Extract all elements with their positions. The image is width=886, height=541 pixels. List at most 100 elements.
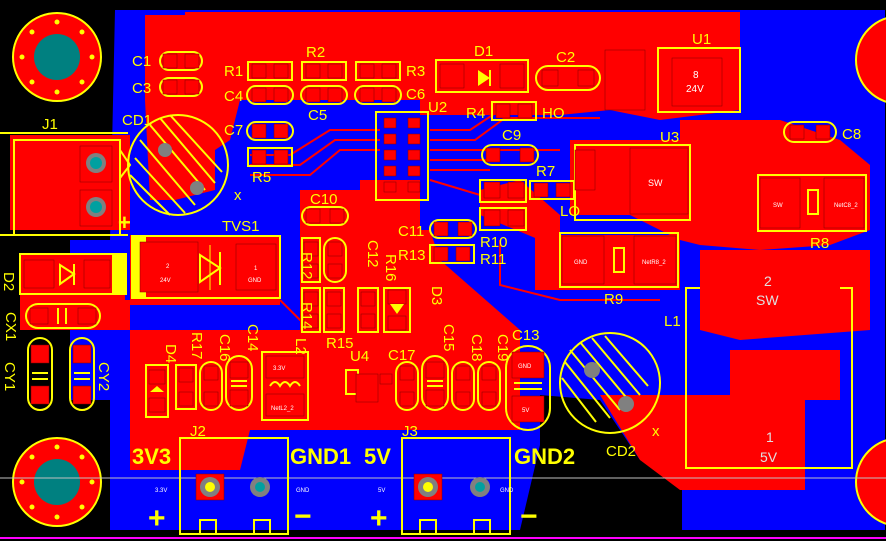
j2-plus-mark: + — [148, 502, 166, 535]
j2-label: J2 — [190, 423, 206, 440]
l2-inductor: 3.3V NetL2_2 L2 — [261, 338, 309, 421]
l1-inductor: 2 SW 1 5V L1 — [664, 252, 853, 469]
c13-net: 5V — [522, 408, 529, 414]
cx1-capacitor: CX1 — [2, 303, 101, 341]
r17-label: R17 — [188, 332, 205, 360]
cd2-label: CD2 — [606, 443, 636, 460]
j3-label: J3 — [402, 423, 418, 440]
j3-pin1-net: 5V — [378, 488, 385, 494]
c19-label: C19 — [494, 334, 511, 362]
r7-resistor: R7 LO — [529, 163, 580, 220]
r10-label: R10 — [480, 234, 508, 251]
c5-label: C5 — [308, 107, 327, 124]
r12-resistor: R12 — [298, 237, 321, 283]
c5-capacitor: C5 — [300, 85, 348, 124]
r10-resistor — [479, 179, 527, 203]
mount-hole-bottom-right — [855, 439, 886, 525]
c12-label: C12 — [364, 240, 381, 268]
tvs1-diode: 2 24V 1 GND TVS1 — [131, 218, 281, 299]
l1-pin1: 1 — [766, 429, 774, 445]
r5-label: R5 — [252, 169, 271, 186]
c8-capacitor: C8 — [783, 121, 861, 143]
tvs-gnd: GND — [248, 278, 262, 284]
r3-resistor: R3 — [355, 61, 425, 81]
r5-resistor: R5 — [247, 147, 293, 186]
l2-net2: NetL2_2 — [271, 406, 294, 412]
j2-connector: J2 3.3V GND — [155, 423, 310, 535]
u3-mosfet: SW U3 — [574, 129, 691, 221]
c1-capacitor: C1 — [132, 51, 203, 71]
lo-label: LO — [560, 203, 580, 220]
c13-capacitor: GND 5V C13 — [505, 327, 551, 431]
ho-label: HO — [542, 105, 565, 122]
r15-resistor: R15 — [323, 287, 354, 352]
cd2-capacitor: CD2 x — [559, 332, 661, 460]
r8-resistor: SW NetC8_2 R8 — [757, 174, 867, 252]
c10-label: C10 — [310, 191, 338, 208]
c8-label: C8 — [842, 126, 861, 143]
r3-label: R3 — [406, 63, 425, 80]
c11-label: C11 — [398, 223, 424, 240]
c17-label: C17 — [388, 347, 416, 364]
c14-capacitor: C14 — [225, 324, 261, 411]
r8-net: NetC8_2 — [834, 203, 858, 209]
r12-label: R12 — [298, 252, 315, 280]
l1-pin2: 2 — [764, 273, 772, 289]
cx1-label: CX1 — [2, 312, 19, 341]
cd1-label: CD1 — [122, 112, 152, 129]
j3-minus-mark: − — [520, 500, 538, 533]
c1-label: C1 — [132, 53, 151, 70]
j2-pin2-net: GND — [296, 488, 310, 494]
r7-label: R7 — [536, 163, 555, 180]
c19-capacitor: C19 — [477, 334, 511, 411]
mount-hole-bottom-left — [12, 437, 102, 527]
d4-label: D4 — [162, 344, 179, 363]
c2-label: C2 — [556, 49, 575, 66]
c6-capacitor: C6 — [354, 85, 425, 105]
c7-capacitor: C7 — [224, 121, 294, 141]
r2-resistor: R2 — [301, 44, 347, 81]
tvs1-label: TVS1 — [222, 218, 260, 235]
c13-gnd: GND — [518, 364, 532, 370]
r2-label: R2 — [306, 44, 325, 61]
d1-diode: D1 — [435, 43, 529, 93]
u2-ic: U2 — [375, 99, 447, 201]
r9-resistor: GND NetR8_2 R9 — [559, 232, 679, 308]
r13-label: R13 — [398, 247, 426, 264]
c16-label: C16 — [216, 334, 233, 362]
cy1-label: CY1 — [1, 362, 18, 391]
c3-label: C3 — [132, 80, 151, 97]
d4-diode: D4 — [145, 344, 179, 418]
l1-sw: SW — [756, 292, 779, 308]
j3-plus-mark: + — [370, 502, 388, 535]
c10-capacitor: C10 — [301, 191, 349, 226]
d3-label: D3 — [428, 286, 445, 305]
r16-resistor: R16 — [357, 254, 399, 333]
l2-net: 3.3V — [273, 366, 285, 372]
r16-label: R16 — [382, 254, 399, 282]
cy1-capacitor: CY1 — [1, 337, 53, 411]
c14-label: C14 — [244, 324, 261, 352]
r17-resistor: R17 — [175, 332, 205, 410]
u3-label: U3 — [660, 129, 679, 146]
c6-label: C6 — [406, 86, 425, 103]
l1-net: 5V — [760, 449, 778, 465]
r4-resistor: R4 HO — [466, 101, 565, 122]
j2-minus-mark: − — [294, 500, 312, 533]
c15-label: C15 — [440, 324, 457, 352]
cy2-label: CY2 — [95, 362, 112, 391]
r11-resistor: R10 R11 — [479, 207, 527, 268]
l2-label: L2 — [292, 338, 309, 355]
r4-label: R4 — [466, 105, 485, 122]
d3-diode: D3 — [383, 286, 445, 333]
mount-hole-top-right — [855, 17, 886, 103]
u1-label: U1 — [692, 31, 711, 48]
c4-capacitor: C4 — [224, 85, 294, 105]
c3-capacitor: C3 — [132, 77, 203, 97]
cd1-capacitor: CD1 + x — [118, 112, 242, 235]
j1-label: J1 — [42, 116, 58, 133]
u1-pin-number: 8 — [693, 70, 699, 81]
tvs-pin1: 1 — [254, 266, 258, 272]
